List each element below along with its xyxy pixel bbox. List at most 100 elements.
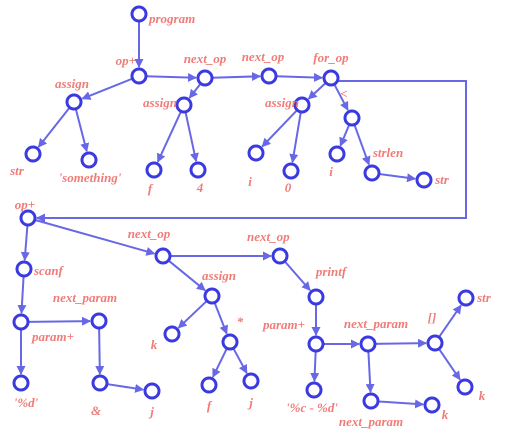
- node-scanf: [15, 260, 33, 278]
- node-label-f2: f: [207, 398, 213, 413]
- node-i1: [247, 144, 265, 162]
- node-for_op: [322, 69, 340, 87]
- node-zero: [282, 162, 300, 180]
- node-next_op2: [260, 67, 278, 85]
- node-next_op3: [154, 247, 172, 265]
- node-label-strlen: strlen: [372, 145, 403, 160]
- node-label-k2: k: [442, 407, 449, 422]
- edge-assign3-to-i1: [261, 109, 298, 148]
- edge-scanf-to-param1: [17, 275, 27, 315]
- node-label-str2: str: [434, 172, 450, 187]
- node-f2: [200, 376, 218, 394]
- node-param2: [307, 335, 325, 353]
- node-label-scanf: scanf: [33, 263, 65, 278]
- edge-for_op-to-assign3: [307, 82, 327, 100]
- edge-assign1-to-str1: [37, 106, 71, 148]
- node-assign3: [293, 96, 311, 114]
- edge-next_param2-to-brackets: [374, 338, 428, 348]
- node-next_param3: [362, 392, 380, 410]
- node-next_op4: [271, 247, 289, 265]
- node-label-four: 4: [196, 180, 204, 195]
- edge-param2-to-fmt_cd: [310, 350, 320, 383]
- node-label-program: program: [148, 11, 195, 26]
- edge-op1-to-assign1: [81, 77, 133, 100]
- node-four: [189, 161, 207, 179]
- node-assign1: [65, 93, 83, 111]
- node-brackets: [426, 334, 444, 352]
- node-label-next_op2: next_op: [242, 49, 285, 64]
- node-k2: [423, 396, 441, 414]
- node-label-assign4: assign: [202, 268, 236, 283]
- node-label-for_op: for_op: [313, 50, 349, 65]
- node-label-i2: i: [329, 164, 333, 179]
- node-label-something: 'something': [59, 170, 122, 185]
- edge-assign3-to-zero: [289, 111, 302, 164]
- node-label-assign2: assign: [143, 95, 177, 110]
- node-label-str1: str: [9, 163, 25, 178]
- node-assign4: [203, 287, 221, 305]
- node-label-next_op3: next_op: [128, 226, 171, 241]
- node-fmt_cd: [305, 381, 323, 399]
- node-lt: [343, 109, 361, 127]
- node-j1: [143, 382, 161, 400]
- node-op1: [130, 67, 148, 85]
- node-printf: [307, 288, 325, 306]
- edge-mul-to-f2: [212, 347, 228, 378]
- node-label-next_op1: next_op: [184, 51, 227, 66]
- node-label-printf: printf: [315, 264, 348, 279]
- node-label-assign1: assign: [55, 76, 89, 91]
- edge-assign2-to-four: [184, 111, 199, 163]
- node-label-i1: i: [248, 174, 252, 189]
- edge-op2-to-next_op3: [34, 218, 156, 256]
- node-str3: [457, 289, 475, 307]
- edge-op2-to-scanf: [20, 224, 30, 262]
- edge-amp-to-j1: [106, 383, 145, 393]
- node-label-brackets: []: [428, 310, 437, 325]
- edge-assign2-to-f1: [156, 110, 182, 163]
- node-j2: [242, 372, 260, 390]
- node-label-mul: *: [237, 314, 244, 329]
- node-mul: [221, 333, 239, 351]
- node-label-zero: 0: [285, 180, 292, 195]
- edge-brackets-to-k3: [438, 348, 461, 381]
- node-next_param2: [359, 335, 377, 353]
- node-label-j2: j: [247, 395, 253, 410]
- edge-mul-to-j2: [232, 347, 248, 374]
- node-label-fmt_cd: '%c - %d': [286, 400, 338, 415]
- node-label-fmt_d: '%d': [14, 395, 39, 410]
- node-label-op1: op+: [116, 53, 136, 68]
- edge-brackets-to-str3: [438, 304, 462, 338]
- node-label-param1: param+: [31, 329, 74, 344]
- edge-for_op-to-lt: [333, 83, 349, 111]
- node-op2: [19, 209, 37, 227]
- node-label-f1: f: [148, 181, 154, 196]
- edge-next_op2-to-for_op: [275, 72, 324, 82]
- edge-lt-to-i2: [339, 124, 351, 147]
- node-label-j1: j: [148, 404, 154, 419]
- node-label-param2: param+: [262, 317, 305, 332]
- edge-next_param1-to-amp: [95, 327, 105, 376]
- node-f1: [145, 161, 163, 179]
- node-str1: [24, 145, 42, 163]
- node-label-amp: &: [91, 403, 101, 418]
- node-strlen: [363, 164, 381, 182]
- node-amp: [91, 374, 109, 392]
- edge-next_op4-to-printf: [283, 260, 311, 291]
- node-label-str3: str: [476, 290, 492, 305]
- node-label-assign3: assign: [265, 95, 299, 110]
- node-label-op2: op+: [15, 197, 35, 212]
- edge-assign4-to-mul: [213, 302, 228, 335]
- node-i2: [328, 145, 346, 163]
- node-label-next_param3: next_param: [339, 414, 403, 429]
- node-k1: [163, 325, 181, 343]
- node-param1: [12, 313, 30, 331]
- node-k3: [456, 378, 474, 396]
- node-label-k3: k: [479, 388, 486, 403]
- edge-assign4-to-k1: [177, 300, 208, 329]
- edge-for_op-to-op2: [36, 80, 467, 223]
- node-str2: [415, 171, 433, 189]
- node-next_param1: [90, 312, 108, 330]
- node-fmt_d: [12, 374, 30, 392]
